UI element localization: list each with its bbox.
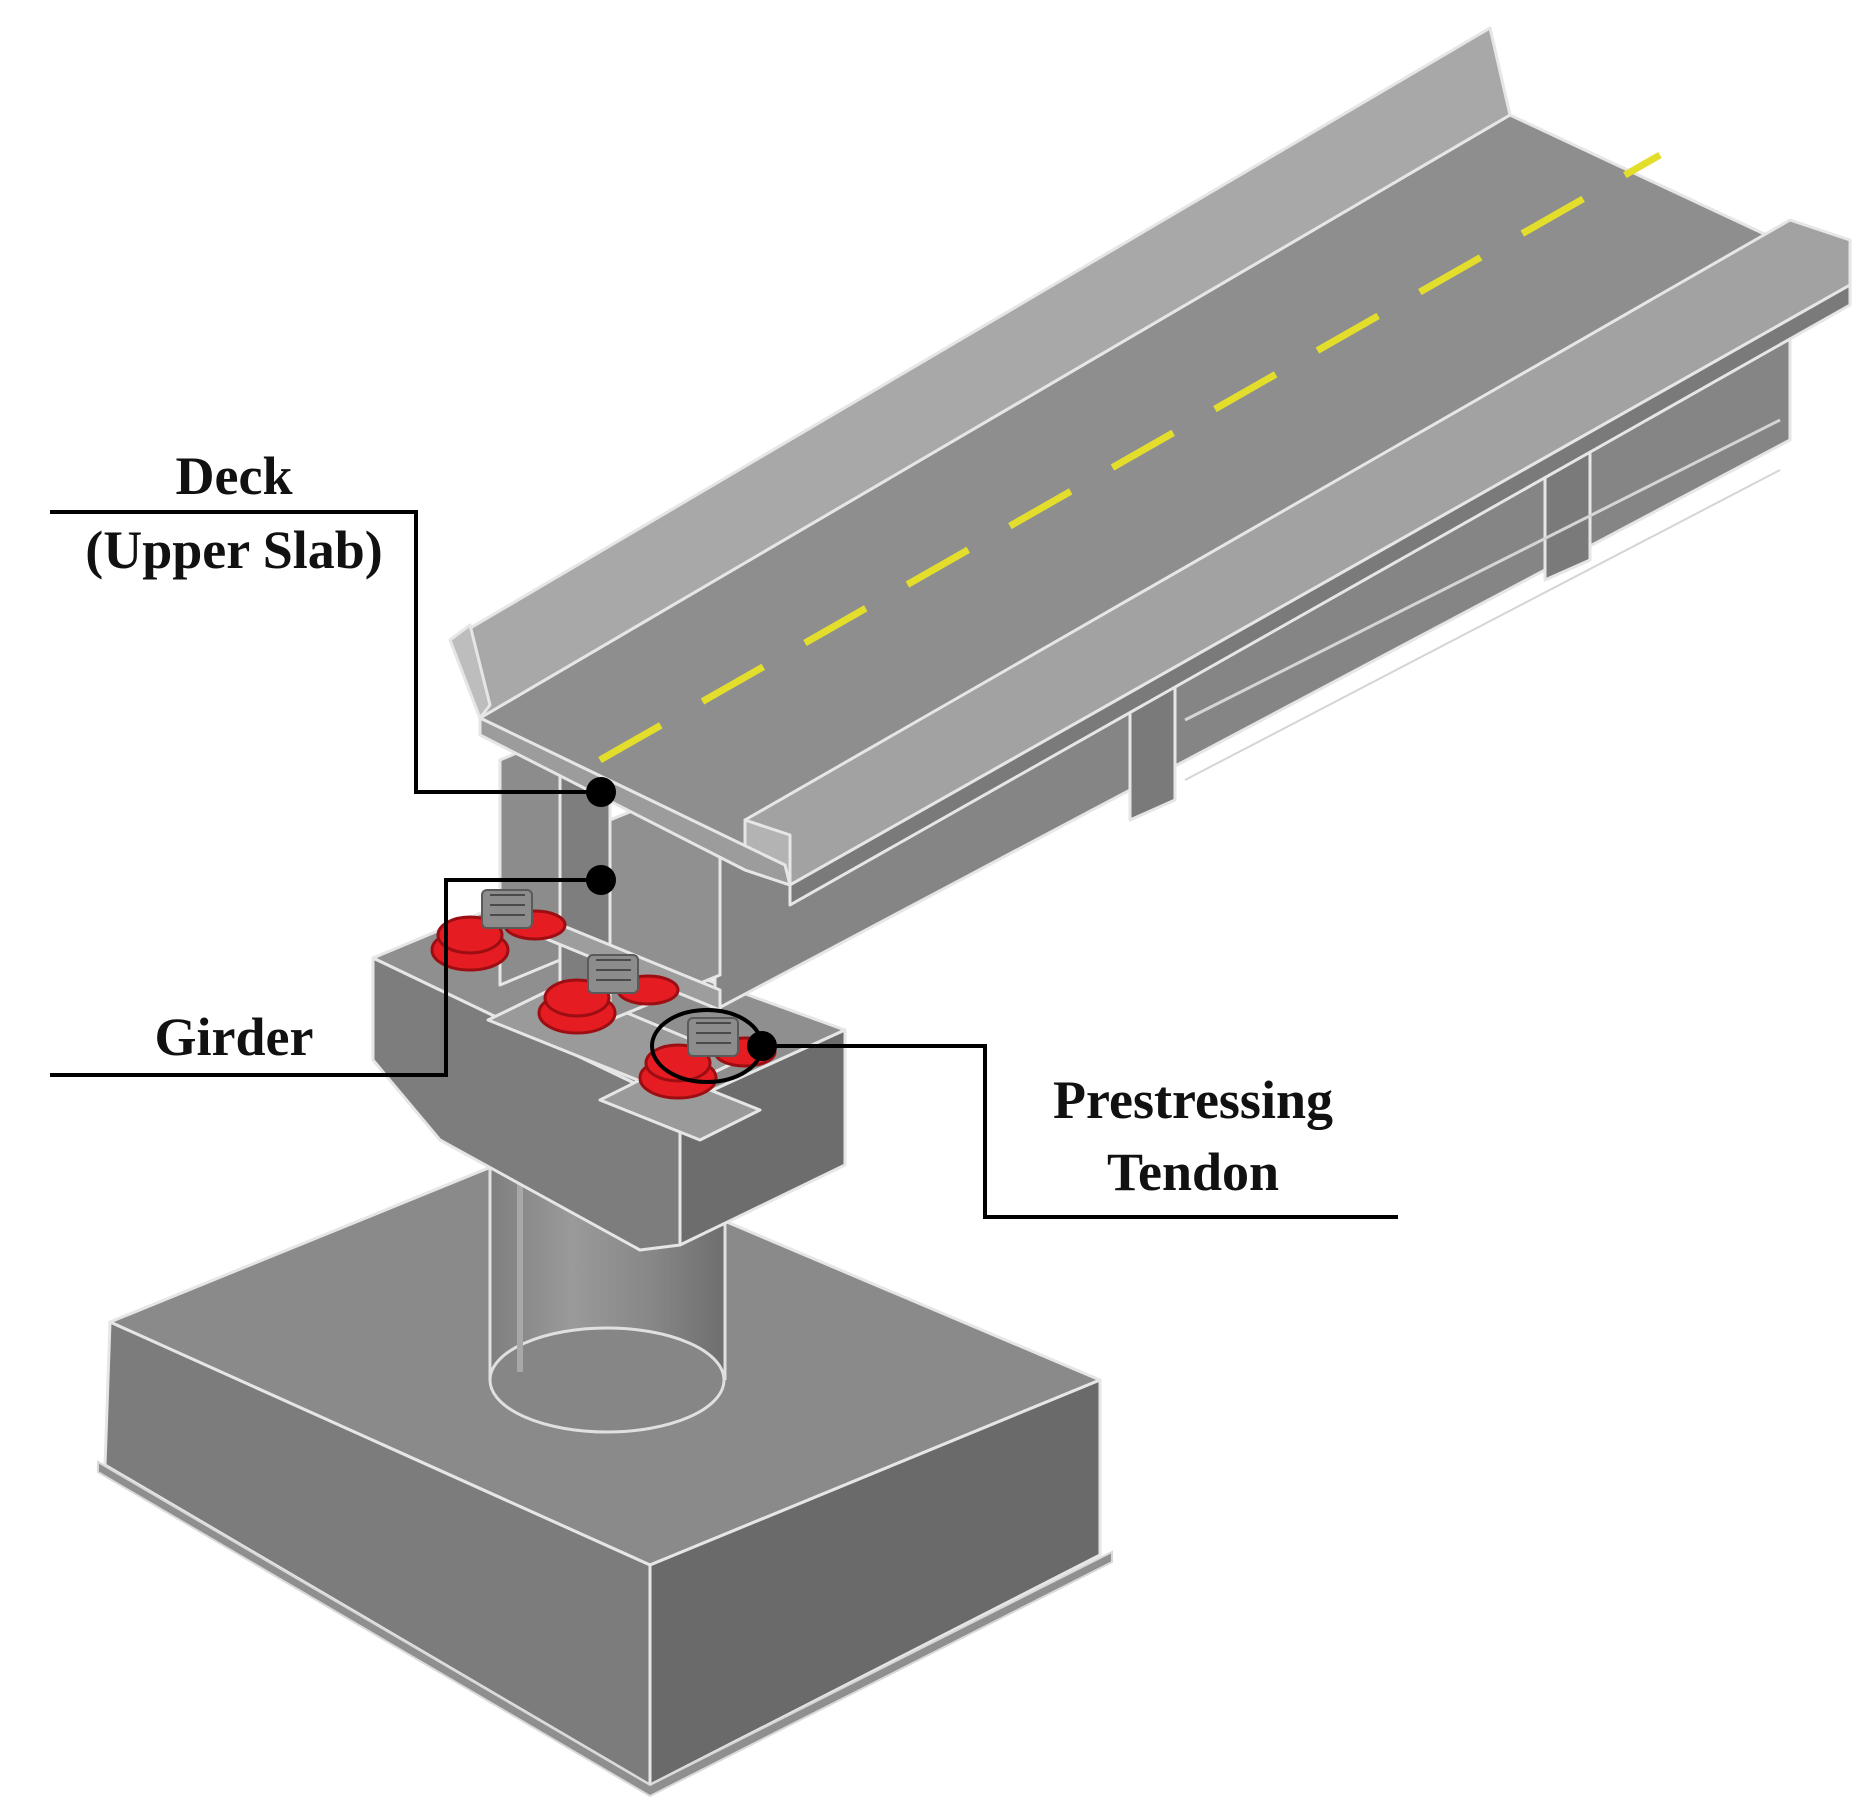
tendon-callout-dot bbox=[747, 1031, 777, 1061]
girder-callout-dot bbox=[586, 865, 616, 895]
tendon-anchor-1 bbox=[430, 889, 567, 972]
girder-callout bbox=[50, 865, 616, 1077]
deck-callout-dot bbox=[586, 777, 616, 807]
lane-markings bbox=[598, 151, 1662, 764]
deck-callout bbox=[50, 510, 616, 807]
tendon-label-line1: Prestressing bbox=[1053, 1070, 1333, 1130]
tendon-label-line2: Tendon bbox=[1107, 1142, 1279, 1202]
girder-label: Girder bbox=[155, 1007, 314, 1067]
deck-label-line2: (Upper Slab) bbox=[85, 520, 383, 580]
deck bbox=[448, 26, 1852, 907]
deck-label-line1: Deck bbox=[176, 446, 293, 506]
tendon-anchor-2 bbox=[537, 954, 680, 1035]
tendon-callout bbox=[650, 1008, 1398, 1219]
